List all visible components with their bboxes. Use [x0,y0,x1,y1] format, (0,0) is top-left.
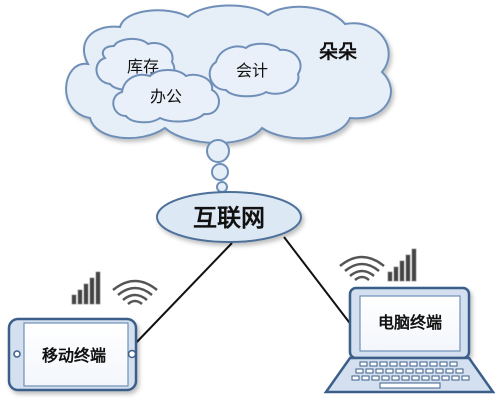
computer-terminal-label: 电脑终端 [378,313,442,332]
computer-signal-bars-icon [387,248,417,282]
internet-label: 互联网 [193,204,265,232]
link-network-to-computer [283,236,353,327]
link-network-to-mobile [132,242,233,347]
mobile-signal-bars-icon [71,271,101,305]
bubble-inventory-label: 库存 [127,57,159,76]
bubble-accounting: 会计 [208,42,302,98]
mobile-terminal-label: 移动终端 [42,346,106,365]
thought-bubbles [206,139,230,193]
cloud-brand-label: 朵朵 [319,41,357,63]
bubble-office-label: 办公 [150,87,182,106]
bubble-office: 办公 [112,69,220,124]
internet-node: 互联网 [156,191,302,243]
mobile-wifi-icon [112,279,158,305]
keyboard-icon [351,361,470,389]
computer-terminal: 电脑终端 [323,286,496,394]
bubble-accounting-label: 会计 [236,61,268,80]
computer-wifi-icon [339,255,385,281]
mobile-terminal: 移动终端 [7,317,138,392]
